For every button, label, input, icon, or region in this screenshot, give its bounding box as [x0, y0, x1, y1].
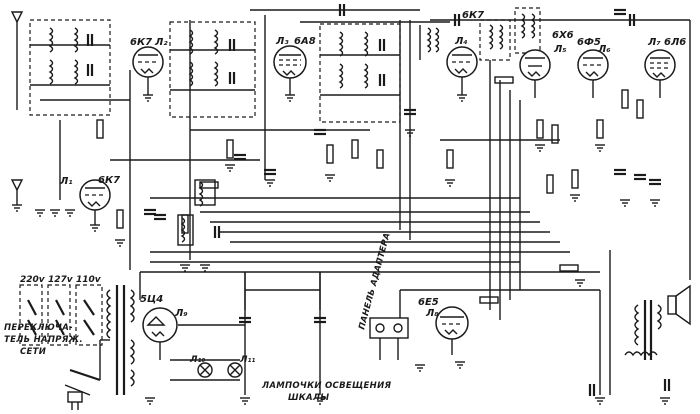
- tube-l8: 6Е5 Л₈: [418, 297, 469, 355]
- tube-l8-type: 6Е5: [418, 297, 439, 308]
- mains-switch-caption-line2: ТЕЛЬ НАПРЯЖ.: [4, 335, 83, 345]
- band-switch-block-2: [169, 21, 256, 118]
- tube-l1-type: 6К7: [98, 175, 120, 186]
- tube-l4-ref: Л₄: [454, 36, 468, 47]
- tube-l2-ref: Л₂: [154, 37, 168, 48]
- lamp-l10-ref: Л₁₀: [189, 355, 205, 365]
- tube-l9-type: 5Ц4: [140, 294, 163, 305]
- tube-l6-ref: Л₆: [597, 44, 611, 55]
- voltage-110-label: 110v: [76, 275, 102, 285]
- dial-lamps-caption: ЛАМПОЧКИ ОСВЕЩЕНИЯ ШКАЛЫ: [261, 381, 391, 403]
- tube-l8-ref: Л₈: [425, 308, 439, 319]
- if-transformer-3: [514, 7, 541, 54]
- mains-switch-caption-line3: СЕТИ: [20, 347, 46, 357]
- if-transformer-1: [419, 25, 440, 60]
- filter-section: [139, 272, 601, 395]
- tube-l5-ref: Л₅: [553, 44, 567, 55]
- lamp-l11-ref: Л₁₁: [239, 355, 255, 365]
- tube-l3-type: 6А8: [294, 36, 316, 47]
- antenna-input: [10, 11, 76, 217]
- adapter-panel-caption: ПАНЕЛЬ АДАПТЕРА: [357, 232, 393, 331]
- tube-l4: 6К7 Л₄: [446, 10, 484, 102]
- tube-l6-type: 6Ф5: [577, 37, 601, 48]
- tube-l1-ref: Л₁: [59, 176, 73, 187]
- voltage-220-label: 220v: [20, 275, 46, 285]
- tube-l1: Л₁ 6К7: [59, 175, 120, 232]
- if-transformer-2: [479, 19, 511, 61]
- band-switch-block-1: [29, 19, 130, 116]
- top-capacitors: [338, 2, 636, 28]
- tube-l2-type: 6К7: [130, 37, 152, 48]
- tube-l3-ref: Л₃: [275, 36, 289, 47]
- tube-l4-type: 6К7: [462, 10, 484, 21]
- tube-l3: Л₃ 6А8: [273, 36, 316, 102]
- power-transformer: [99, 285, 135, 395]
- tube-l5: 6Х6 Л₅: [519, 30, 574, 98]
- tube-l7-ref: Л₇: [647, 37, 661, 48]
- output-transformer: [624, 300, 662, 360]
- band-switch-block-3: [319, 23, 401, 123]
- dial-lamps: Л₁₀ Л₁₁: [170, 355, 255, 381]
- mains-switch-caption: ПЕРЕКЛЮЧА- ТЕЛЬ НАПРЯЖ. СЕТИ: [4, 323, 83, 357]
- tube-l7-type: 6Л6: [664, 37, 686, 48]
- tube-l9-ref: Л₉: [174, 308, 188, 319]
- mains-switch-caption-line1: ПЕРЕКЛЮЧА-: [4, 323, 73, 333]
- tube-l5-type: 6Х6: [552, 30, 574, 41]
- voltage-127-label: 127v: [48, 275, 74, 285]
- tube-l9-rectifier: 5Ц4 Л₉: [140, 294, 188, 360]
- mains-plug: [64, 368, 101, 410]
- tube-l6: 6Ф5 Л₆: [577, 37, 611, 98]
- tube-l2: 6К7 Л₂: [130, 37, 168, 102]
- coupling-transformers: [177, 179, 216, 246]
- dial-lamps-caption-line2: ШКАЛЫ: [288, 393, 329, 403]
- dial-lamps-caption-line1: ЛАМПОЧКИ ОСВЕЩЕНИЯ: [261, 381, 391, 391]
- speaker: [667, 284, 691, 326]
- mains-voltage-switch: 220v 127v 110v: [19, 275, 103, 346]
- tube-l7: Л₇ 6Л6: [644, 37, 686, 98]
